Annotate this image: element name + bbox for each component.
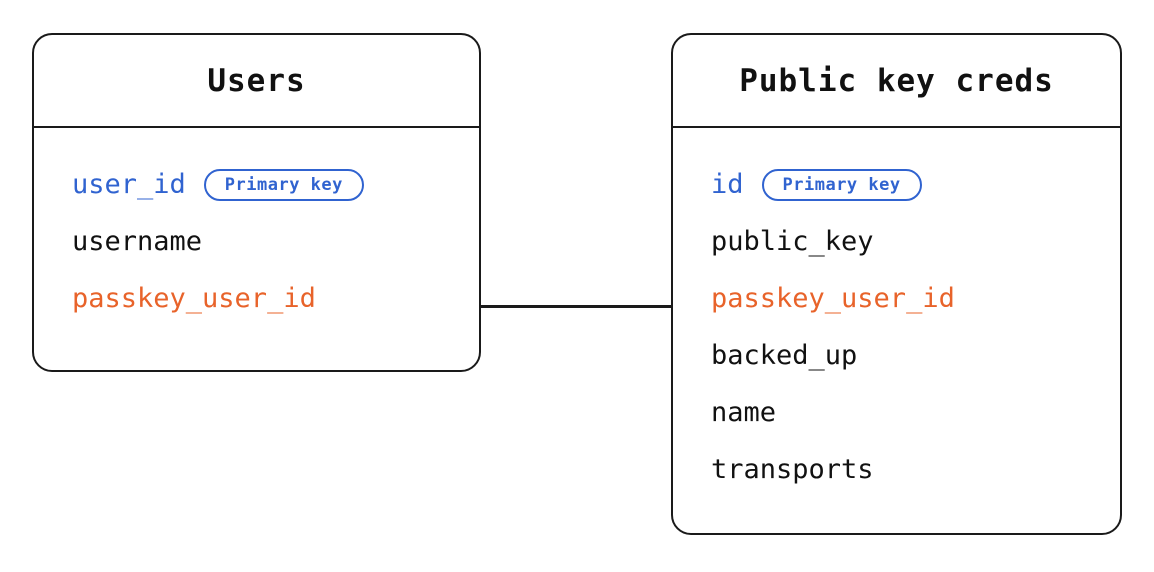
entity-public-key-creds-field-list: id Primary key public_key passkey_user_i… [673,128,1120,520]
field-row-passkey-user-id[interactable]: passkey_user_id [34,270,479,327]
field-row-passkey-user-id[interactable]: passkey_user_id [673,270,1120,327]
field-label-name: name [711,397,777,428]
field-row-username[interactable]: username [34,213,479,270]
field-row-transports[interactable]: transports [673,441,1120,498]
primary-key-badge: Primary key [761,168,922,201]
field-label-user-id: user_id [72,169,186,200]
relationship-connector-users-to-creds [479,305,671,308]
field-row-id[interactable]: id Primary key [673,156,1120,213]
field-label-backed-up: backed_up [711,340,858,371]
entity-public-key-creds-title: Public key creds [673,35,1120,128]
field-label-public-key: public_key [711,226,874,257]
entity-users-title: Users [34,35,479,128]
field-label-username: username [72,226,203,257]
field-label-id: id [711,169,744,200]
entity-users[interactable]: Users user_id Primary key username passk… [32,33,481,372]
field-label-passkey-user-id: passkey_user_id [711,283,955,314]
field-label-passkey-user-id: passkey_user_id [72,283,316,314]
entity-public-key-creds[interactable]: Public key creds id Primary key public_k… [671,33,1122,535]
field-row-public-key[interactable]: public_key [673,213,1120,270]
primary-key-badge: Primary key [203,168,364,201]
entity-users-field-list: user_id Primary key username passkey_use… [34,128,479,349]
field-label-transports: transports [711,454,874,485]
field-row-backed-up[interactable]: backed_up [673,327,1120,384]
field-row-user-id[interactable]: user_id Primary key [34,156,479,213]
field-row-name[interactable]: name [673,384,1120,441]
